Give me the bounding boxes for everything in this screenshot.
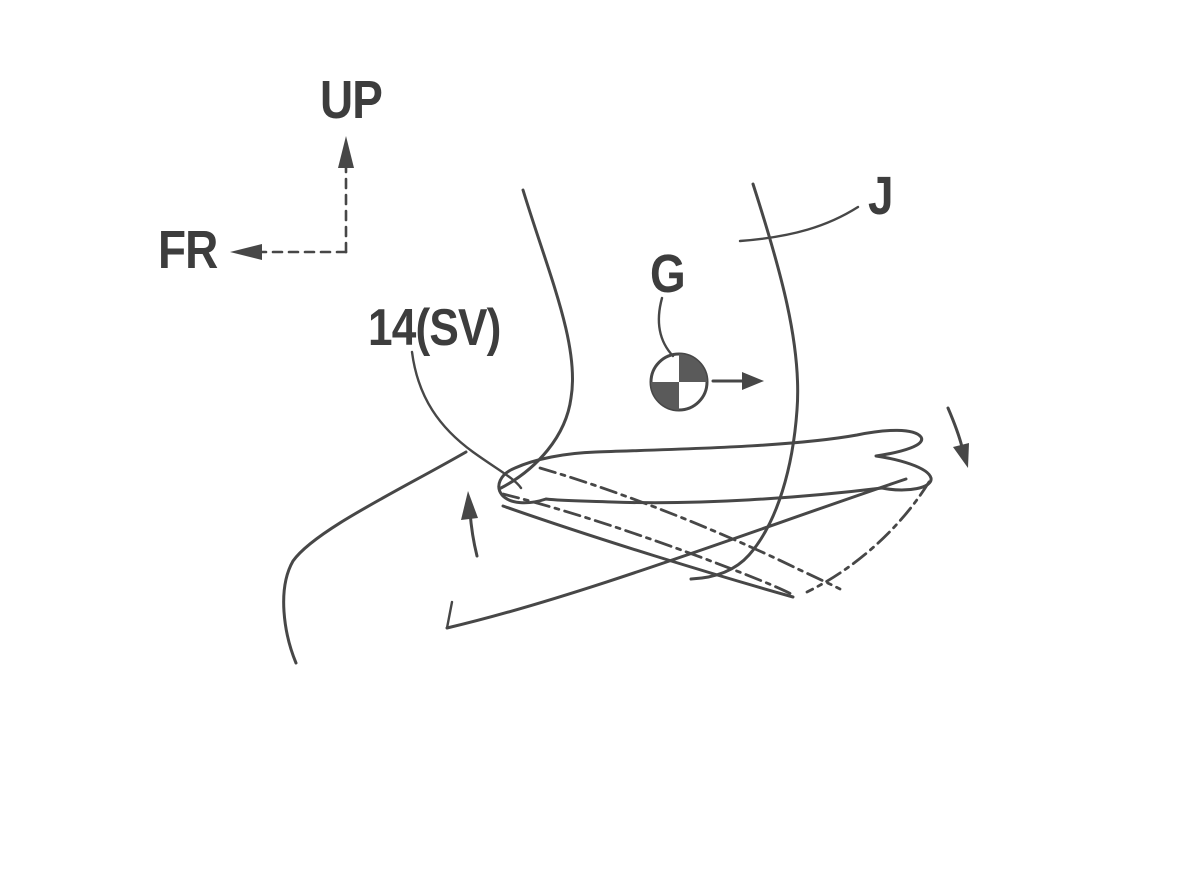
fr-axis-label: FR	[158, 220, 218, 280]
seat-rear-down-arrow-icon	[953, 443, 969, 468]
seat-front-up-arrow-icon	[461, 491, 478, 520]
seat-rear-down-arrow-shaft	[946, 406, 964, 449]
cushion-under-link-front	[501, 504, 795, 599]
base-corner-tick	[445, 600, 454, 630]
motion-arrows	[461, 406, 969, 558]
fr-axis-arrow-icon	[230, 244, 262, 260]
seatback-front-line	[499, 188, 575, 490]
center-of-gravity-group: G	[649, 244, 764, 412]
cog-quadrant-bottom-left	[651, 382, 679, 410]
displaced-cushion-line-lower	[501, 492, 797, 598]
reference-labels: J 14(SV)	[368, 166, 894, 490]
seat-part-label: 14(SV)	[368, 299, 500, 357]
seat-part-leader-line	[410, 350, 523, 490]
seatback-rear-line	[689, 182, 800, 581]
occupant-label: J	[868, 166, 893, 226]
seatback-outline	[282, 182, 800, 665]
gravity-label: G	[650, 244, 685, 304]
cushion-under-link-rear	[445, 477, 908, 630]
occupant-leader-line	[738, 205, 860, 243]
seat-cushion-outline	[497, 428, 933, 505]
up-axis-arrow-icon	[338, 136, 354, 168]
gravity-shift-arrow-icon	[742, 372, 764, 390]
seat-cushion-displaced	[501, 466, 931, 598]
cog-quadrant-top-right	[679, 354, 707, 382]
gravity-leader-line	[657, 296, 675, 358]
displaced-cushion-rear-edge	[805, 480, 931, 594]
displaced-cushion-line-upper	[538, 466, 842, 591]
seat-side-panel-line	[282, 450, 468, 665]
orientation-axes: UP FR	[158, 70, 383, 280]
up-axis-label: UP	[320, 70, 382, 130]
seat-cushion-solid	[445, 428, 933, 630]
